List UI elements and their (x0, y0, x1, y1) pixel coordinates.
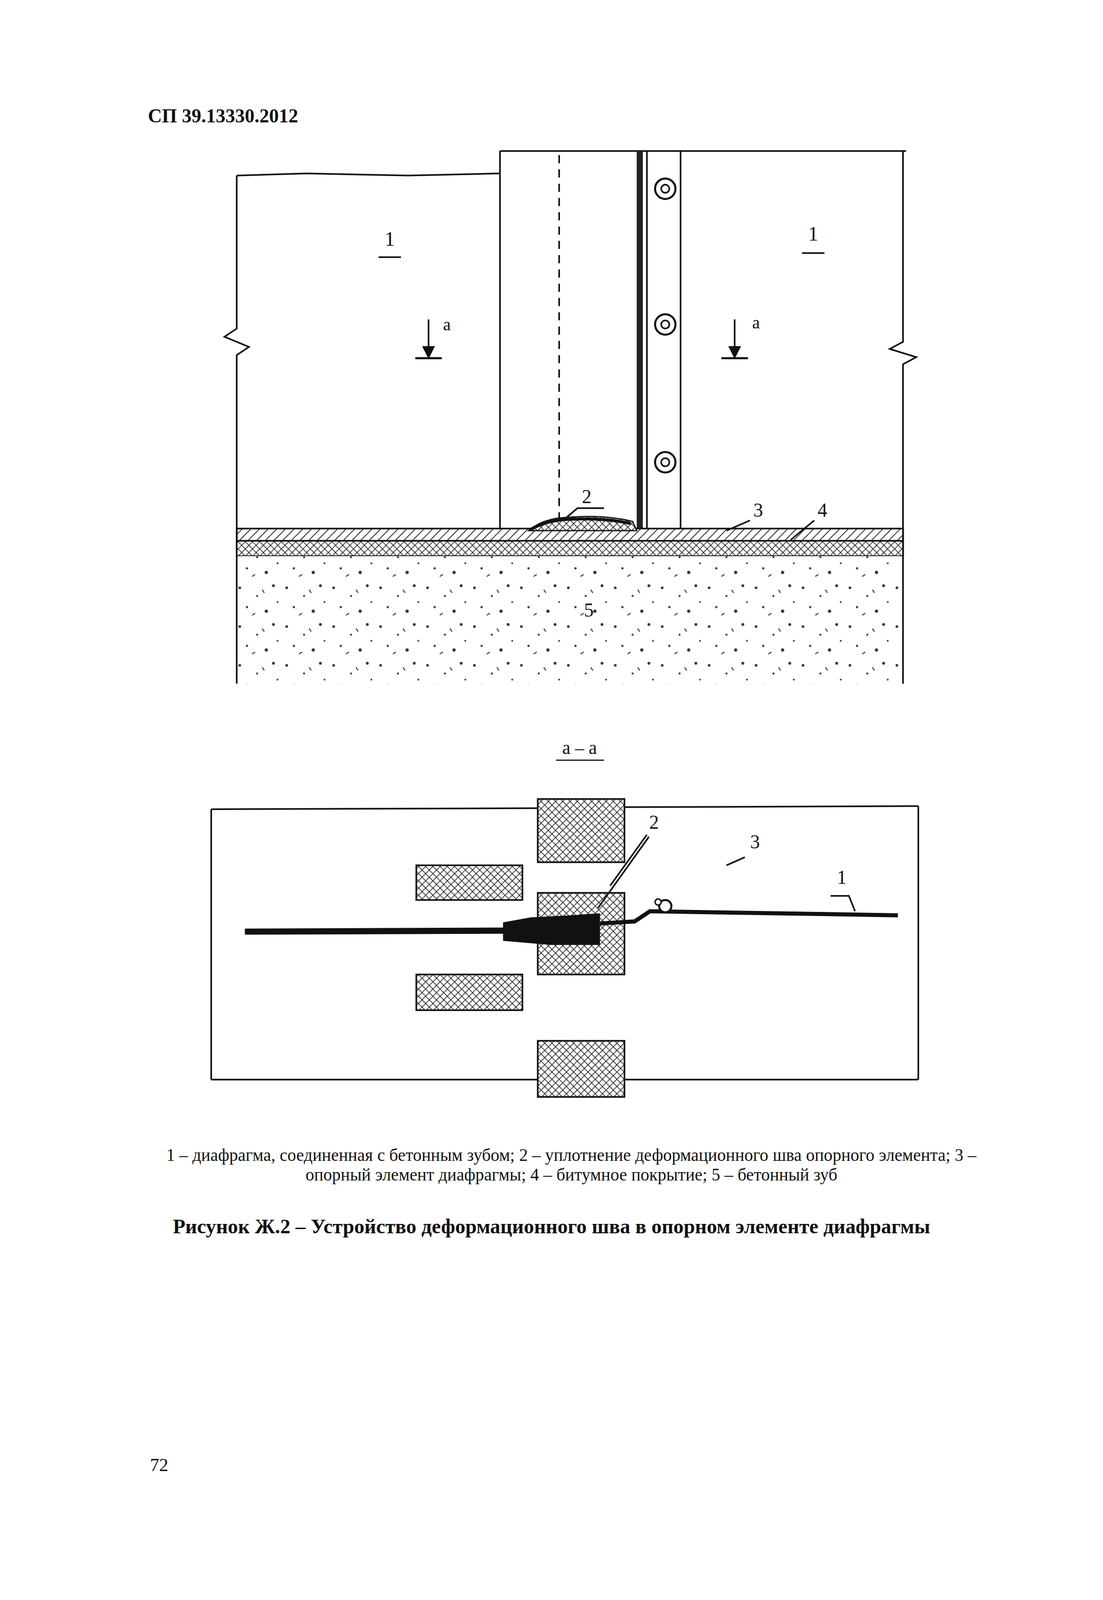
callout-number: 1 (808, 221, 819, 246)
figure-caption: Рисунок Ж.2 – Устройство деформационного… (172, 1214, 931, 1238)
section-mark: а (443, 314, 451, 335)
section-mark: а (752, 312, 760, 333)
callout-number: 1 (836, 866, 847, 889)
callout-number: 3 (753, 499, 764, 522)
page-header: СП 39.13330.2012 (148, 105, 299, 128)
callout-number: 5 (583, 599, 594, 622)
callout-number: 1 (384, 226, 396, 251)
callout-number: 3 (750, 830, 761, 854)
callout-number: 4 (817, 499, 828, 522)
section-title: а – а (562, 737, 597, 759)
legend-text: 1 – диафрагма, соединенная с бетонным зу… (163, 1145, 980, 1185)
callout-number: 2 (581, 485, 592, 509)
callout-number: 2 (649, 811, 659, 834)
page-number: 72 (149, 1454, 169, 1476)
